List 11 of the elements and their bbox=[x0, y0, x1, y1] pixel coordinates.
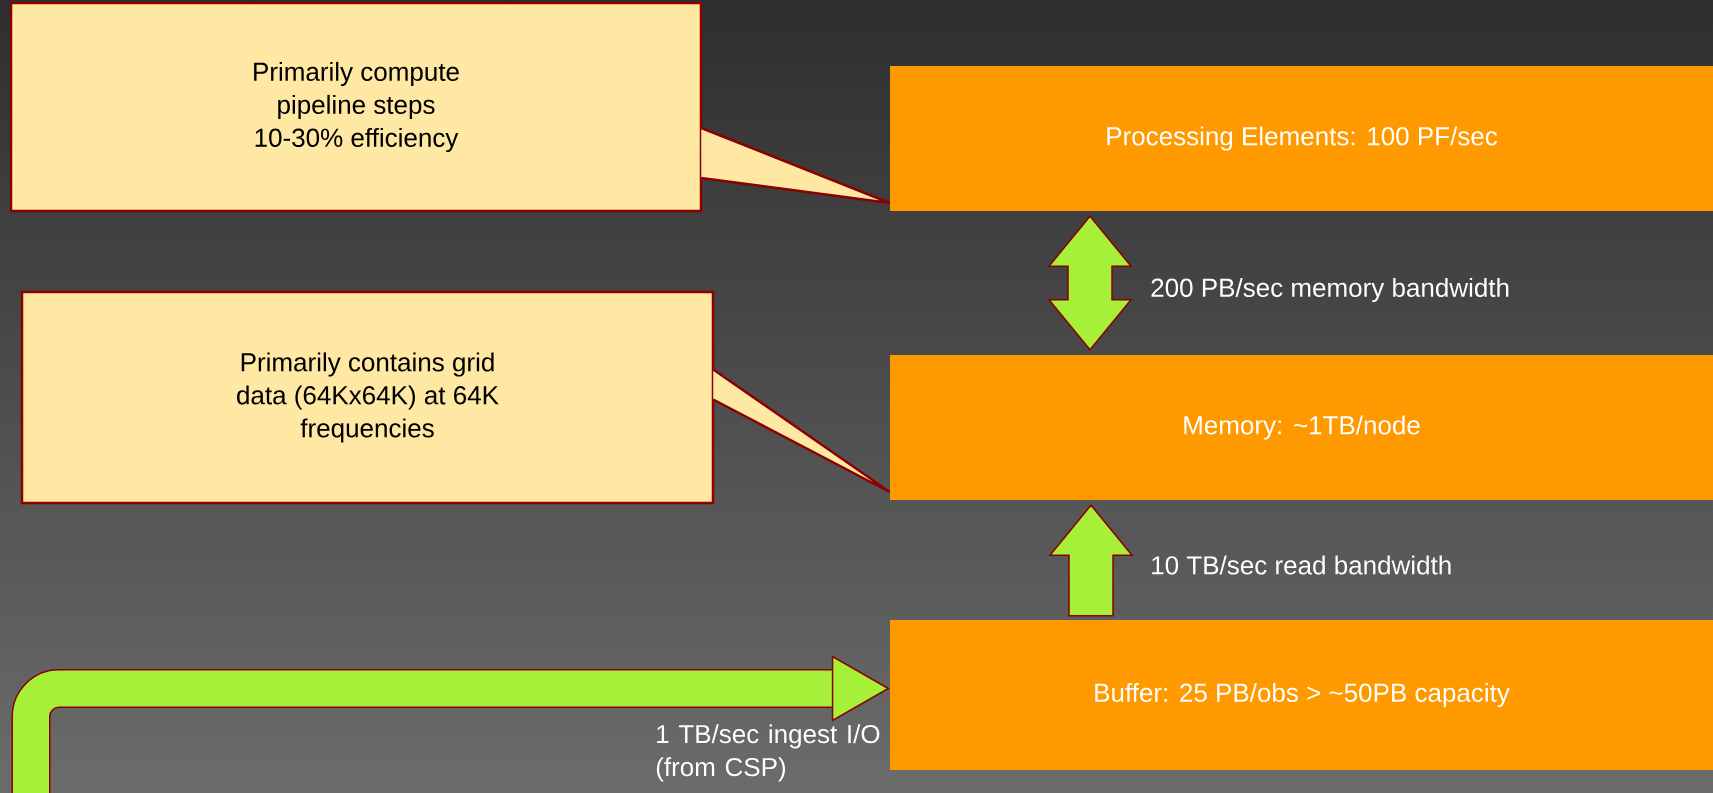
callout-box: Primarily compute pipeline steps 10-30% efficiency bbox=[9, 1, 703, 213]
double-arrow bbox=[1047, 215, 1133, 351]
edge-label: 10 TB/sec read bandwidth bbox=[1152, 555, 1451, 575]
process-box: Memory: ~1TB/node bbox=[890, 355, 1713, 500]
process-box: Buffer: 25 PB/obs > ~50PB capacity bbox=[890, 620, 1713, 770]
callout-pointer bbox=[712, 368, 892, 494]
bent-arrow bbox=[11, 655, 890, 793]
process-box: Processing Elements: 100 PF/sec bbox=[890, 66, 1713, 211]
edge-label: 1 TB/sec ingest I/O (from CSP) bbox=[656, 724, 880, 782]
edge-label: 200 PB/sec memory bandwidth bbox=[1151, 277, 1509, 303]
callout-pointer bbox=[700, 126, 892, 205]
